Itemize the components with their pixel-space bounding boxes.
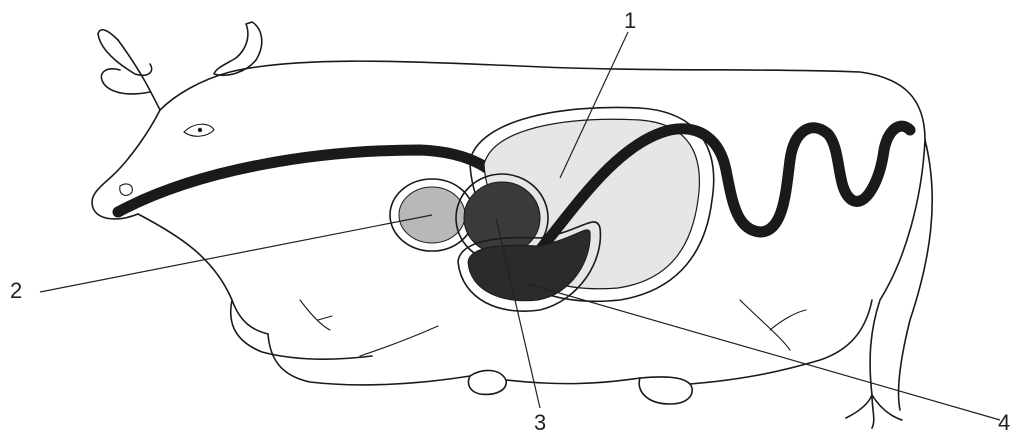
leader-line-4: [528, 284, 1000, 420]
label-4: 4: [998, 410, 1010, 435]
label-3: 3: [534, 410, 546, 435]
label-2: 2: [10, 278, 22, 303]
leader-line-2: [40, 215, 432, 292]
label-1: 1: [624, 8, 636, 33]
